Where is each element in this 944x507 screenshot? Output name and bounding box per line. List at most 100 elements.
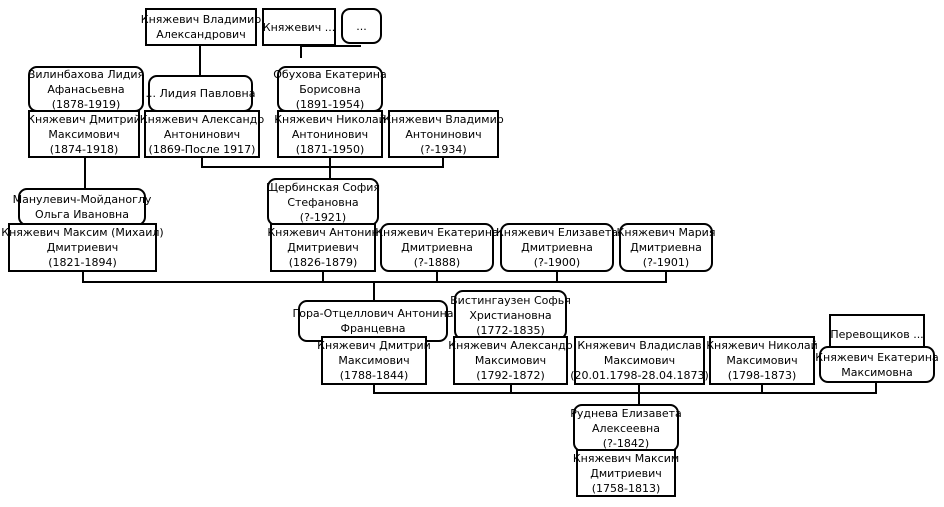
person-name-line: Руднева Елизавета <box>570 406 682 420</box>
person-name-line: Антонинович <box>405 127 482 141</box>
person-dates: (?-1888) <box>413 256 461 269</box>
person-name-line: Княжевич Владислав <box>577 339 702 352</box>
connector-line <box>373 392 877 394</box>
person-name-line: Антонинович <box>291 127 369 141</box>
person-dates: (?-1934) <box>420 142 467 156</box>
person-name-line: Христиановна <box>469 308 552 322</box>
connector-line <box>329 156 331 180</box>
person-name-line: Княжевич Николай <box>274 112 386 126</box>
connector-line <box>84 156 86 190</box>
person-name-line: Дмитриевич <box>590 466 662 480</box>
person-name-line: Щербинская София <box>265 180 381 194</box>
person-dates: (1869-После 1917) <box>148 142 256 156</box>
person-name-line: Княжевич Елизавета <box>495 226 619 239</box>
person-name-line: Дмитриевич <box>287 241 359 254</box>
person-lidiya-pavlovna[interactable]: ... Лидия Павловна <box>145 75 256 112</box>
person-name-line: Александрович <box>156 28 246 41</box>
person-name-line: Алексеевна <box>592 421 660 435</box>
person-name-line: Княжевич Николай <box>706 339 818 352</box>
person-name-line: Перевощиков ... <box>830 327 924 341</box>
connector-line <box>436 270 438 282</box>
person-dates: (1826-1879) <box>288 256 358 269</box>
person-dates: (?-1900) <box>533 256 581 269</box>
person-dates: (1874-1918) <box>49 142 119 156</box>
connector-line <box>82 270 84 282</box>
connector-line <box>300 44 302 58</box>
person-name-line: Ольга Ивановна <box>35 208 129 221</box>
person-dates: (1871-1950) <box>295 142 365 156</box>
person-dates: (?-1901) <box>642 256 690 269</box>
person-name-line: Максимович <box>603 354 676 367</box>
connector-line <box>373 282 375 302</box>
person-dates: (1878-1919) <box>51 97 121 111</box>
person-name-line: Максимович <box>726 354 798 367</box>
person-name-line: Княжевич Владимир <box>383 112 504 126</box>
person-maxim-d[interactable]: Княжевич Максим (Михаил)Дмитриевич(1821-… <box>1 223 164 272</box>
person-name-line: Вистингаузен Софья <box>450 293 571 307</box>
connector-line <box>761 383 763 394</box>
connector-line <box>638 383 640 406</box>
person-name-line: Максимовна <box>841 365 913 379</box>
person-name-line: Борисовна <box>299 82 361 96</box>
person-name-line: Княжевич Максим <box>572 451 680 465</box>
person-dates: (?-1842) <box>602 436 650 450</box>
person-name-line: Афанасьевна <box>47 82 125 96</box>
connector-line <box>875 381 877 394</box>
person-dates: (1821-1894) <box>48 256 117 269</box>
person-name-line: ... Лидия Павловна <box>145 87 256 100</box>
person-name-line: Княжевич ... <box>262 20 336 34</box>
person-dates: (1788-1844) <box>339 369 409 382</box>
person-name-line: Княжевич Мария <box>616 226 716 239</box>
person-dates: (1772-1835) <box>476 323 545 337</box>
person-dates: (1792-1872) <box>476 369 545 382</box>
person-name-line: Дмитриевич <box>46 241 119 254</box>
person-name-line: Францевна <box>340 322 406 335</box>
person-dates: (20.01.1798-28.04.1873) <box>570 369 709 382</box>
connector-line <box>322 270 324 282</box>
connector-line <box>665 270 667 282</box>
person-name-line: Максимович <box>338 354 410 367</box>
person-name-line: Вилинбахова Лидия <box>27 67 145 81</box>
connector-line <box>373 383 375 394</box>
person-name-line: Антонинович <box>163 127 241 141</box>
connector-line <box>199 44 201 76</box>
person-name-line: Манулевич-Мойданоглу <box>12 193 152 206</box>
person-name-line: Княжевич Александр <box>448 339 573 352</box>
connector-line <box>442 156 444 168</box>
person-name-line: Княжевич Екатерина <box>375 226 499 239</box>
person-name-line: ... <box>356 19 367 33</box>
person-name-line: Дмитриевна <box>521 241 593 254</box>
connector-line <box>510 383 512 394</box>
connector-line <box>201 156 203 168</box>
person-dates: (1758-1813) <box>591 481 661 495</box>
person-unknown-spouse[interactable]: ... <box>341 8 382 44</box>
person-dates: (1891-1954) <box>295 97 365 111</box>
person-name-line: Гора-Отцеллович Антонина <box>292 307 454 320</box>
person-name-line: Максимович <box>48 127 120 141</box>
person-name-line: Княжевич Владимир <box>140 13 262 26</box>
person-knyazhevich-unknown[interactable]: Княжевич ... <box>262 8 336 46</box>
person-dates: (1798-1873) <box>727 369 797 382</box>
